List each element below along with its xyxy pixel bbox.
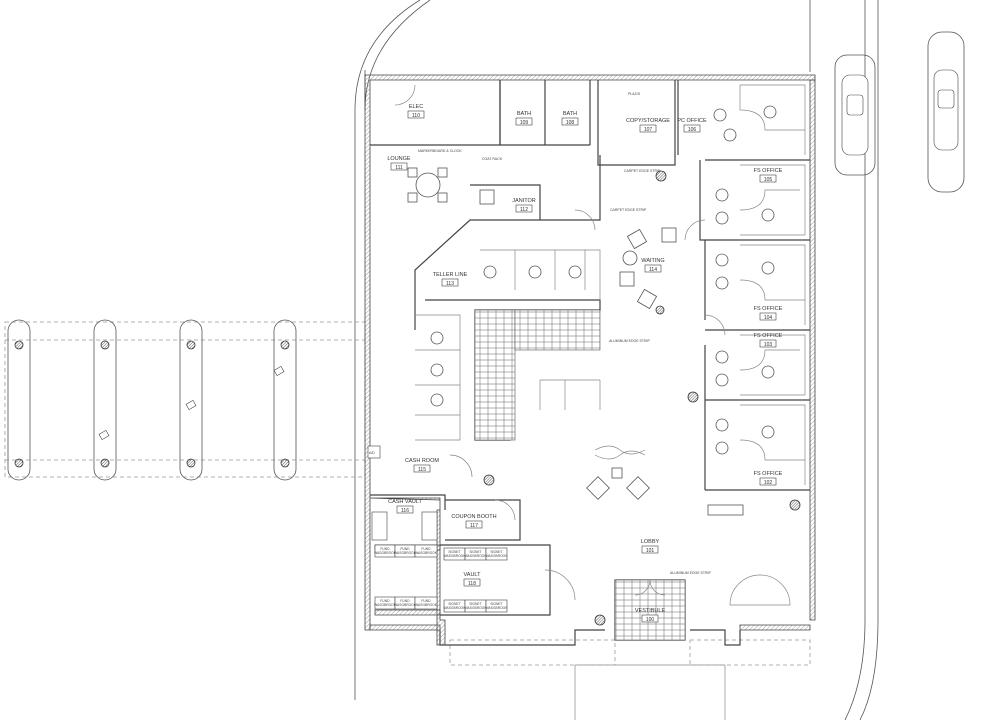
svg-text:FS OFFICE: FS OFFICE (754, 168, 783, 174)
svg-text:118: 118 (468, 581, 476, 587)
svg-text:LOUNGE: LOUNGE (387, 156, 411, 162)
svg-text:BATH: BATH (517, 111, 531, 117)
svg-text:112: 112 (520, 207, 528, 213)
room-lobby: LOBBY 101 (641, 539, 660, 554)
room-fs-office-104: FS OFFICE 104 (754, 306, 783, 321)
room-fs-office-102: FS OFFICE 102 (754, 471, 783, 486)
drive-through-canopy (4, 319, 366, 481)
parked-car (927, 31, 965, 193)
room-janitor: JANITOR 112 (512, 198, 535, 213)
room-waiting: WAITING 114 (641, 258, 664, 273)
svg-text:LOBBY: LOBBY (641, 539, 660, 545)
atm (367, 445, 381, 459)
svg-text:CARPET EDGE STRIP: CARPET EDGE STRIP (610, 208, 647, 212)
svg-text:MARKERBOARD & CLOCK: MARKERBOARD & CLOCK (418, 149, 462, 153)
room-fs-office-103: FS OFFICE 103 (754, 333, 783, 348)
svg-text:102: 102 (764, 480, 773, 486)
svg-text:COUPON BOOTH: COUPON BOOTH (451, 514, 496, 520)
svg-text:CASH ROOM: CASH ROOM (405, 458, 439, 464)
svg-text:108: 108 (566, 120, 575, 126)
svg-text:116: 116 (401, 508, 409, 514)
svg-text:107: 107 (644, 127, 653, 133)
svg-text:TELLER LINE: TELLER LINE (433, 272, 468, 278)
svg-text:114: 114 (649, 267, 657, 273)
svg-text:104: 104 (764, 315, 773, 321)
room-cash-room: CASH ROOM 115 (405, 458, 439, 473)
svg-text:115: 115 (418, 467, 426, 473)
svg-text:111: 111 (395, 165, 403, 171)
svg-text:100: 100 (646, 617, 655, 623)
svg-text:117: 117 (470, 523, 478, 529)
svg-text:VAULT: VAULT (464, 572, 482, 578)
room-copy-storage: COPY/STORAGE 107 (626, 118, 670, 133)
svg-text:COPY/STORAGE: COPY/STORAGE (626, 118, 670, 124)
furniture (407, 167, 801, 626)
svg-text:FS OFFICE: FS OFFICE (754, 471, 783, 477)
svg-text:ELEC: ELEC (409, 104, 423, 110)
room-vestibule: VESTIBULE 100 (635, 608, 666, 623)
room-lounge: LOUNGE 111 (387, 156, 411, 171)
office-furniture (713, 84, 806, 485)
svg-text:PC OFFICE: PC OFFICE (677, 118, 707, 124)
svg-text:101: 101 (646, 548, 655, 554)
site-boundary (354, 0, 879, 720)
svg-text:105: 105 (764, 177, 773, 183)
room-bath-108: BATH 108 (561, 111, 579, 126)
svg-text:103: 103 (764, 342, 773, 348)
room-bath-109: BATH 109 (515, 111, 533, 126)
svg-text:FS OFFICE: FS OFFICE (754, 333, 783, 339)
svg-text:CASH VAULT: CASH VAULT (388, 499, 422, 505)
svg-text:110: 110 (412, 113, 420, 119)
teller-counter (415, 249, 601, 441)
svg-text:BATH: BATH (563, 111, 577, 117)
svg-text:PLAZ/S: PLAZ/S (628, 92, 641, 96)
room-vault: VAULT 118 (464, 572, 482, 587)
room-fs-office-105: FS OFFICE 105 (754, 168, 783, 183)
svg-text:CARPET EDGE STRIP: CARPET EDGE STRIP (624, 169, 661, 173)
room-cash-vault: CASH VAULT 116 (388, 499, 422, 514)
svg-text:FS OFFICE: FS OFFICE (754, 306, 783, 312)
svg-text:113: 113 (446, 281, 454, 287)
svg-text:A/D: A/D (369, 451, 375, 455)
svg-text:ALUMINUM EDGE STRIP: ALUMINUM EDGE STRIP (609, 339, 651, 343)
room-pc-office: PC OFFICE 106 (677, 118, 707, 133)
svg-text:JANITOR: JANITOR (512, 198, 535, 204)
vault-walls (367, 84, 726, 646)
room-teller-line: TELLER LINE 113 (433, 272, 468, 287)
svg-text:ALUMINUM EDGE STRIP: ALUMINUM EDGE STRIP (670, 571, 712, 575)
svg-text:COAT RACK: COAT RACK (482, 157, 503, 161)
svg-text:WAITING: WAITING (641, 258, 664, 264)
svg-text:VESTIBULE: VESTIBULE (635, 608, 666, 614)
svg-text:109: 109 (520, 120, 529, 126)
room-coupon-booth: COUPON BOOTH 117 (451, 514, 496, 529)
room-elec: ELEC 110 (407, 104, 425, 119)
parked-car (834, 54, 876, 176)
svg-text:106: 106 (688, 127, 697, 133)
annotations: MARKERBOARD & CLOCK COAT RACK PLAZ/S CAR… (369, 92, 712, 575)
